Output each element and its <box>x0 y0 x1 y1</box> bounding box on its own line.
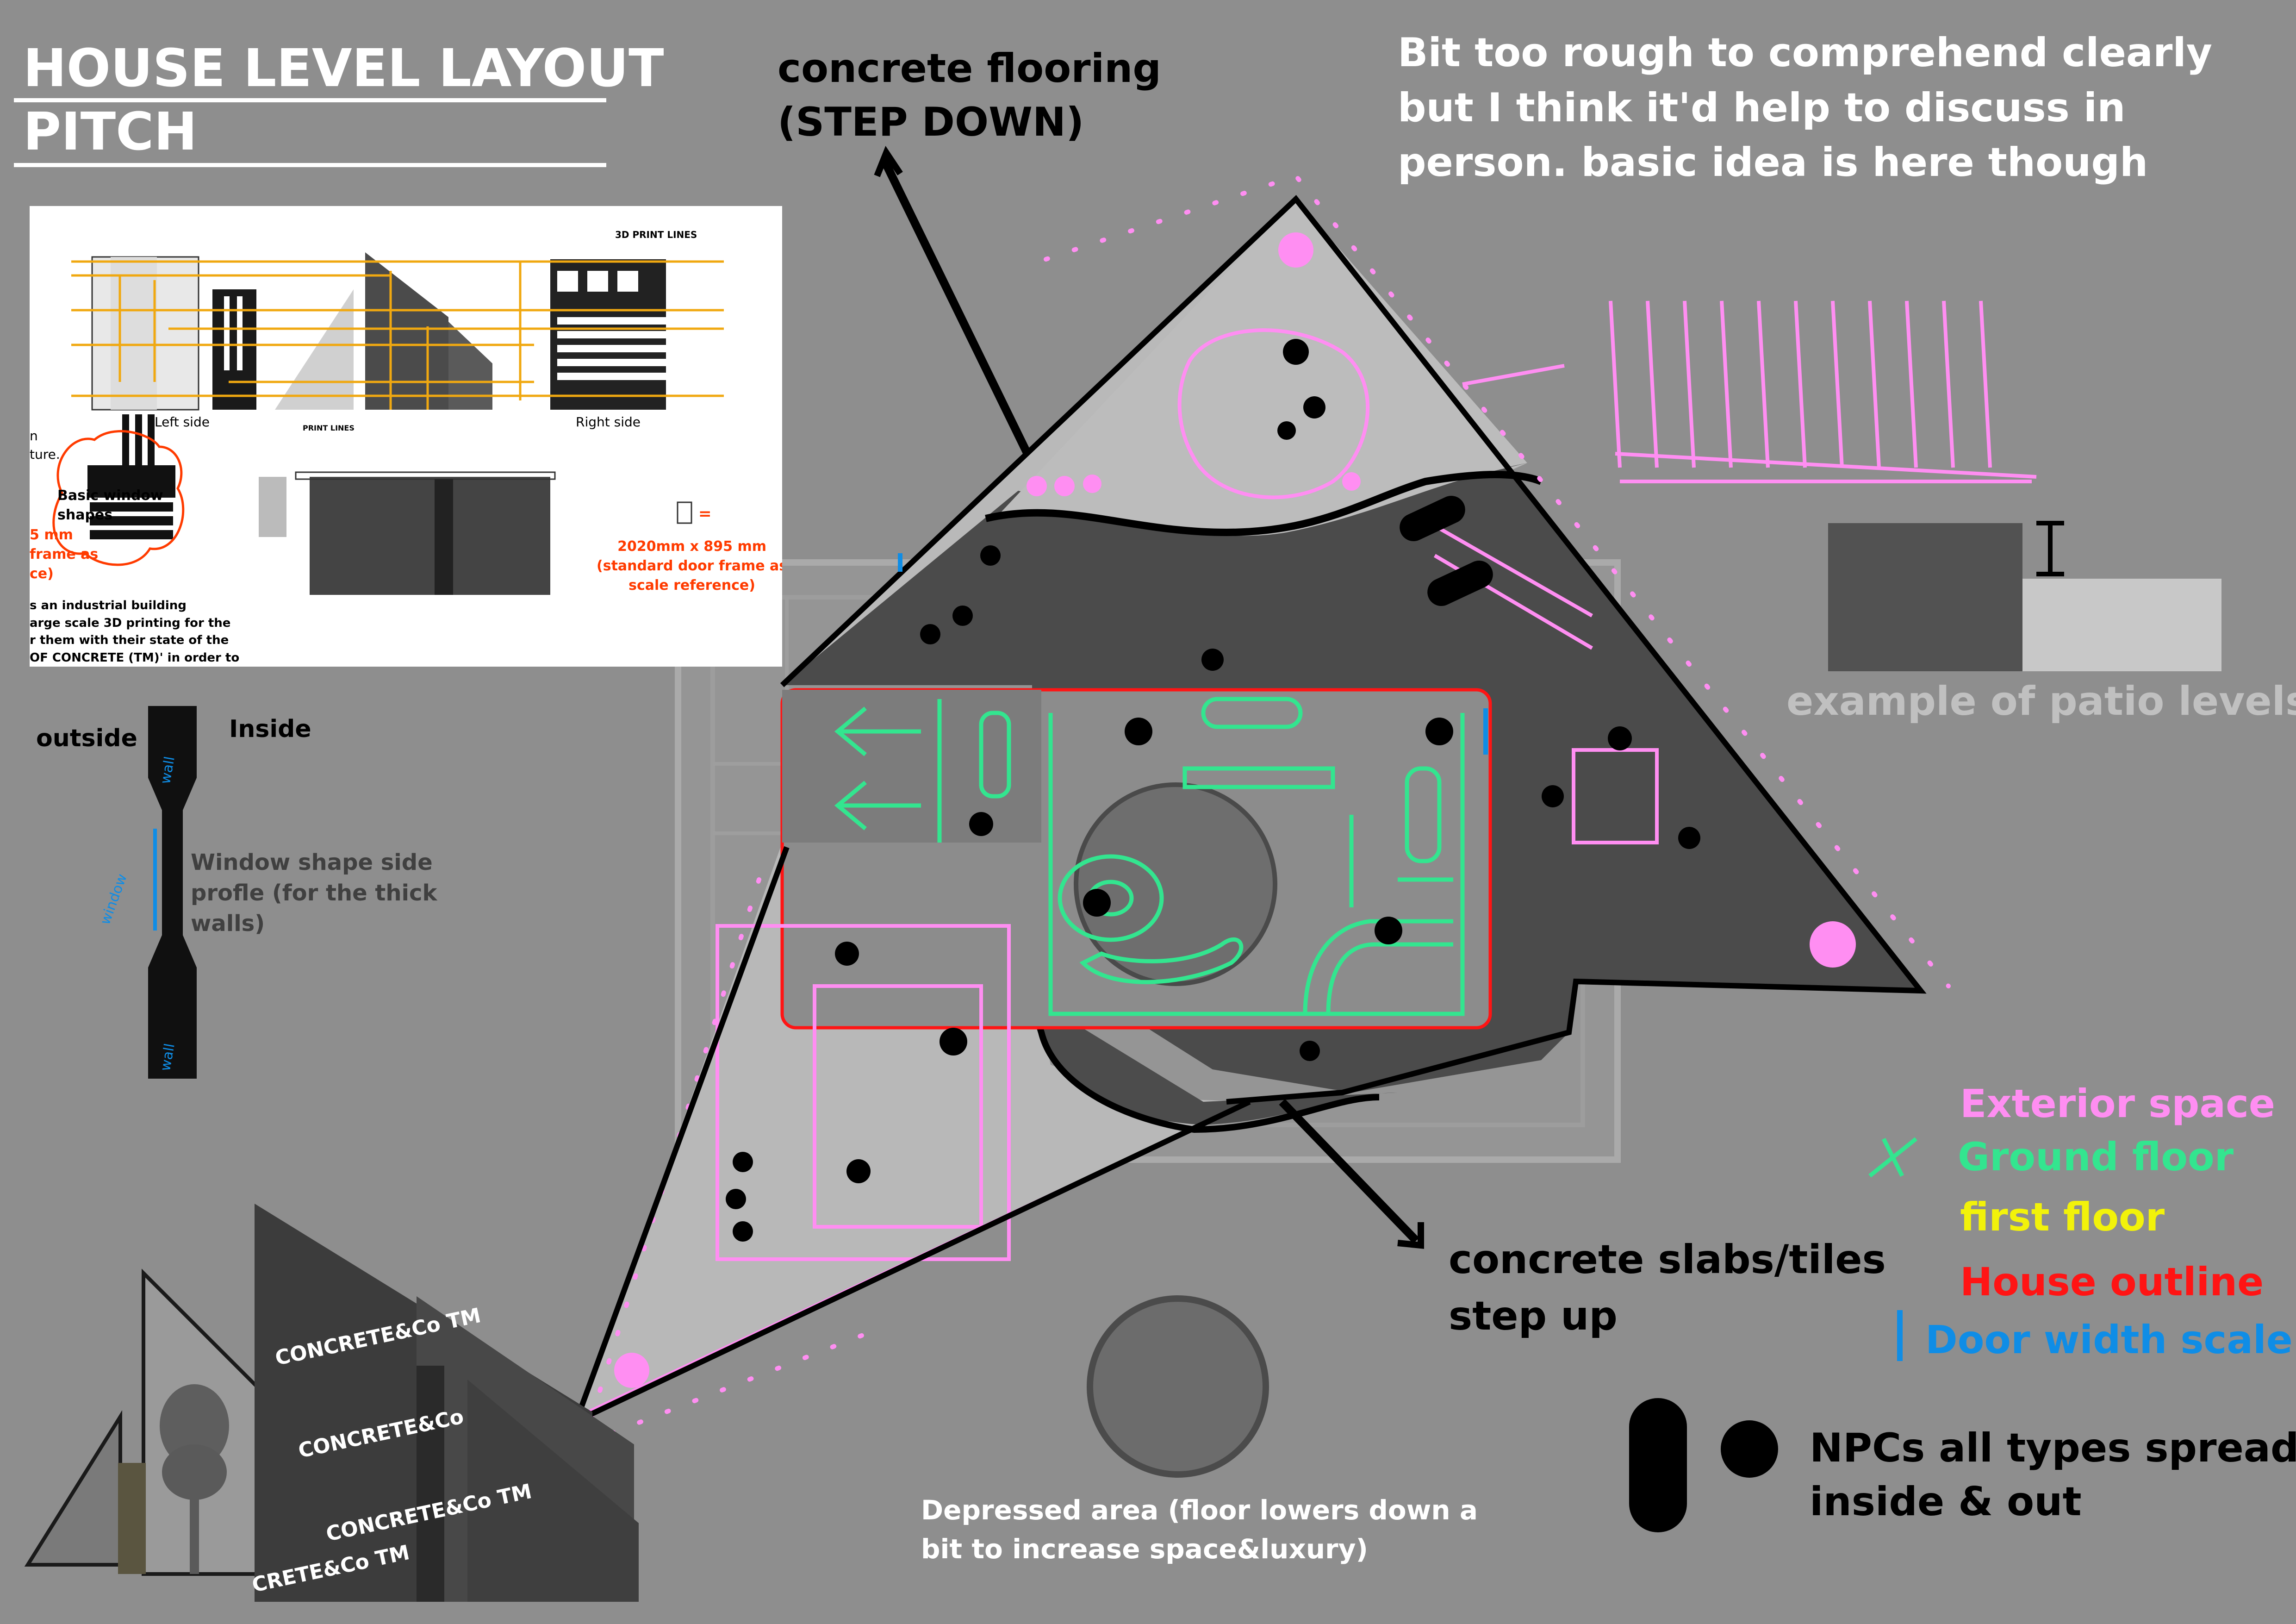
ref-print-lines-top: 3D PRINT LINES <box>615 229 697 240</box>
tree-markers <box>614 232 1856 1388</box>
ref-print-lines: PRINT LINES <box>303 424 355 432</box>
ref-industrial-note: s an industrial building arge scale 3D p… <box>30 599 240 665</box>
ground-floor-sketch <box>834 697 1465 1016</box>
arrow-step-down <box>880 158 1032 456</box>
page-title: HOUSE LEVEL LAYOUT PITCH <box>23 38 664 162</box>
wall-profile-caption: Window shape side profle (for the thick … <box>191 849 437 937</box>
ref-margin-a: n <box>30 428 38 443</box>
npc-legend-capsule <box>1629 1398 1687 1532</box>
legend-exterior: Exterior space <box>1960 1081 2275 1126</box>
top-triangle-outline <box>780 195 1927 1105</box>
ref-window-label: Basic window shapes <box>57 487 163 523</box>
top-light-patio <box>995 199 1527 536</box>
bottom-triangle-exterior <box>576 843 1250 1421</box>
wall-inside-label: Inside <box>229 715 311 743</box>
ref-door-eq: = <box>698 505 712 523</box>
step-down-boundary <box>985 471 1543 537</box>
legend-ground-floor: Ground floor <box>1958 1134 2234 1180</box>
title-underline <box>14 98 606 102</box>
npc-markers <box>726 339 1700 1242</box>
dining-circle <box>1074 782 1277 986</box>
note-comment: Bit too rough to comprehend clearly but … <box>1398 30 2212 186</box>
house-render <box>24 1204 639 1602</box>
ref-left-side: Left side <box>155 414 210 430</box>
note-depressed-area: Depressed area (floor lowers down a bit … <box>921 1494 1478 1565</box>
ref-red-note: 5 mm frame as ce) <box>30 527 99 582</box>
legend-house-outline: House outline <box>1960 1259 2264 1305</box>
arrow-step-up <box>1279 1099 1419 1244</box>
note-npcs: NPCs all types spread inside & out <box>1810 1425 2296 1525</box>
legend-x-mark <box>1868 1137 1917 1178</box>
reference-sheet: 3D PRINT LINES Left side Right side PRIN… <box>30 206 782 667</box>
title-underline-2 <box>14 163 606 167</box>
ref-right-side: Right side <box>576 414 641 430</box>
depressed-area-example <box>1087 1295 1269 1478</box>
note-concrete-flooring: concrete flooring (STEP DOWN) <box>778 45 1161 146</box>
ref-margin-b: ture. <box>30 447 60 462</box>
door-width-marks <box>898 553 1488 755</box>
legend-door-width: Door width scale <box>1925 1317 2293 1362</box>
reference-elevations <box>52 252 724 595</box>
note-concrete-slabs: concrete slabs/tiles step up <box>1449 1237 1886 1340</box>
note-patio-levels: example of patio levels <box>1786 678 2296 725</box>
wall-profile-diagram <box>148 706 197 1079</box>
legend-first-floor: first floor <box>1960 1194 2165 1240</box>
wall-outside-label: outside <box>36 725 137 752</box>
patio-levels-example <box>1828 521 2221 671</box>
ref-door-note: 2020mm x 895 mm (standard door frame as … <box>597 538 782 593</box>
npc-legend-dot <box>1721 1420 1778 1478</box>
